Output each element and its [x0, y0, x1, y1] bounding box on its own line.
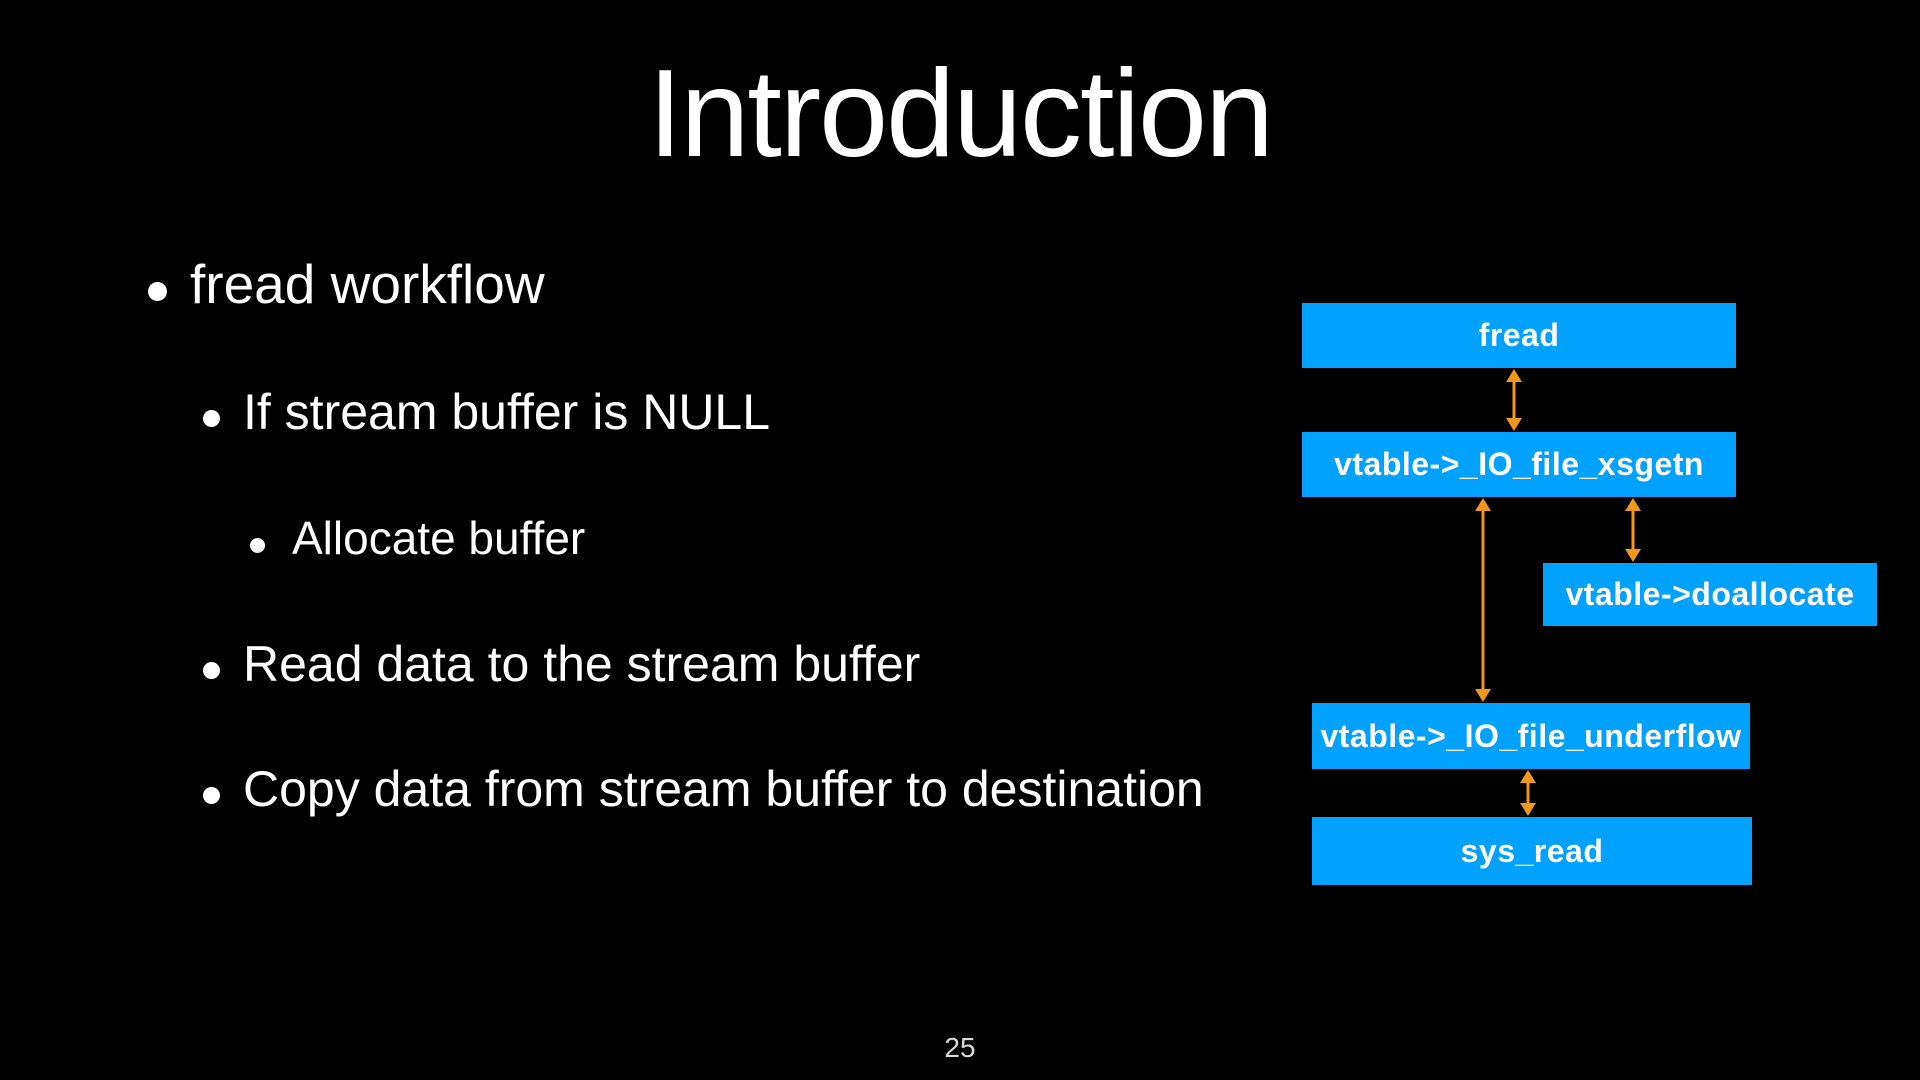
- diagram-node-io-file-xsgetn: vtable->_IO_file_xsgetn: [1302, 432, 1736, 497]
- arrowhead-down-icon: [1475, 689, 1491, 702]
- diagram-node-doallocate: vtable->doallocate: [1543, 563, 1877, 626]
- arrow-xsgetn-doallocate: [1625, 498, 1641, 562]
- bullet-dot-icon: [250, 538, 265, 553]
- arrow-fread-xsgetn: [1506, 369, 1522, 431]
- bullet-dot-icon: [203, 662, 220, 679]
- arrowhead-down-icon: [1520, 803, 1536, 816]
- bullet-item-read-data: Read data to the stream buffer: [203, 634, 920, 694]
- arrowhead-down-icon: [1506, 418, 1522, 431]
- bullet-item-allocate-buffer: Allocate buffer: [250, 511, 585, 566]
- arrowhead-down-icon: [1625, 549, 1641, 562]
- diagram-node-sys-read: sys_read: [1312, 817, 1752, 885]
- node-label: vtable->doallocate: [1565, 576, 1855, 612]
- node-label: fread: [1478, 317, 1560, 353]
- arrow-shaft: [1631, 508, 1635, 552]
- bullet-text: fread workflow: [190, 253, 545, 315]
- bullet-text: Copy data from stream buffer to destinat…: [243, 761, 1204, 817]
- bullet-dot-icon: [203, 787, 220, 804]
- diagram-node-io-file-underflow: vtable->_IO_file_underflow: [1312, 703, 1750, 769]
- bullet-text: Allocate buffer: [292, 512, 586, 564]
- bullet-item-copy-data: Copy data from stream buffer to destinat…: [203, 759, 1204, 819]
- slide-title: Introduction: [648, 45, 1274, 183]
- node-label: sys_read: [1460, 832, 1604, 869]
- bullet-text: Read data to the stream buffer: [243, 636, 921, 692]
- arrowhead-up-icon: [1520, 770, 1536, 783]
- arrow-shaft: [1526, 780, 1530, 806]
- bullet-text: If stream buffer is NULL: [243, 384, 771, 440]
- bullet-dot-icon: [203, 410, 220, 427]
- arrow-shaft: [1481, 508, 1485, 692]
- bullet-dot-icon: [148, 282, 167, 301]
- arrowhead-up-icon: [1475, 498, 1491, 511]
- arrowhead-up-icon: [1506, 369, 1522, 382]
- node-label: vtable->_IO_file_underflow: [1320, 717, 1742, 754]
- node-label: vtable->_IO_file_xsgetn: [1334, 446, 1704, 482]
- arrowhead-up-icon: [1625, 498, 1641, 511]
- arrow-underflow-sysread: [1520, 770, 1536, 816]
- bullet-item-if-stream-buffer-null: If stream buffer is NULL: [203, 382, 770, 442]
- arrow-xsgetn-underflow: [1475, 498, 1491, 702]
- bullet-item-fread-workflow: fread workflow: [148, 251, 545, 317]
- page-number: 25: [944, 1032, 976, 1063]
- arrow-shaft: [1512, 379, 1516, 421]
- diagram-node-fread: fread: [1302, 303, 1736, 368]
